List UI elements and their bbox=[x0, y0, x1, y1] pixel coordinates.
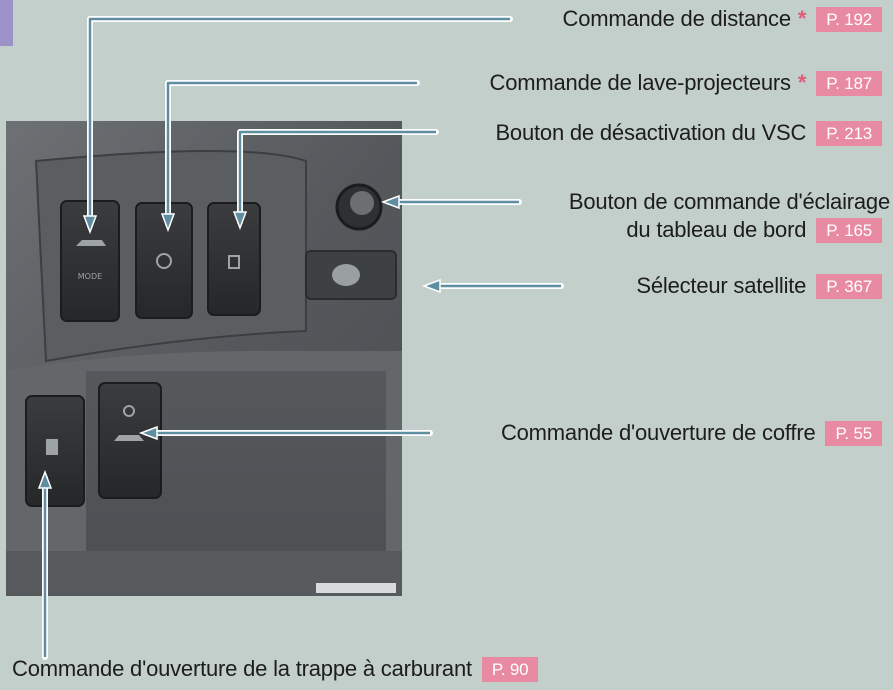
section-tab bbox=[0, 0, 13, 46]
arrow-fuel bbox=[37, 469, 53, 489]
callout-fuel-door-text: Commande d'ouverture de la trappe à carb… bbox=[12, 656, 472, 681]
callout-headlamp-cleaner-text: Commande de lave-projecteurs bbox=[489, 70, 792, 95]
callout-satellite-text: Sélecteur satellite bbox=[636, 273, 807, 298]
callout-trunk-page[interactable]: P. 55 bbox=[825, 420, 882, 446]
callout-vsc-off: Bouton de désactivation du VSC P. 213 bbox=[0, 120, 882, 146]
arrow-distance bbox=[82, 215, 98, 235]
callout-dash-light-text2: du tableau de bord bbox=[626, 217, 807, 242]
switch-panel-photo: MODE bbox=[6, 121, 402, 596]
callout-dash-light-text: Bouton de commande d'éclairage bbox=[568, 189, 890, 214]
callout-dash-light-page[interactable]: P. 165 bbox=[816, 217, 882, 243]
callout-distance-asterisk: * bbox=[797, 6, 807, 31]
leader-headlamp bbox=[166, 81, 417, 224]
callout-headlamp-cleaner: Commande de lave-projecteurs * P. 187 bbox=[0, 70, 882, 96]
callout-satellite-page[interactable]: P. 367 bbox=[816, 273, 882, 299]
callout-satellite: Sélecteur satellite P. 367 bbox=[0, 273, 882, 299]
callout-headlamp-cleaner-asterisk: * bbox=[797, 70, 807, 95]
callout-trunk-text: Commande d'ouverture de coffre bbox=[500, 420, 816, 445]
callout-vsc-off-page[interactable]: P. 213 bbox=[816, 120, 882, 146]
callout-fuel-door: Commande d'ouverture de la trappe à carb… bbox=[12, 656, 539, 682]
leader-distance bbox=[88, 17, 510, 226]
callout-distance: Commande de distance * P. 192 bbox=[0, 6, 882, 32]
arrow-dash bbox=[380, 194, 400, 210]
arrow-satellite bbox=[421, 278, 441, 294]
arrow-vsc bbox=[232, 211, 248, 231]
svg-text:MODE: MODE bbox=[78, 272, 102, 281]
callout-headlamp-cleaner-page[interactable]: P. 187 bbox=[816, 70, 882, 96]
arrow-trunk bbox=[138, 425, 158, 441]
callout-distance-page[interactable]: P. 192 bbox=[816, 6, 882, 32]
callout-distance-text: Commande de distance bbox=[562, 6, 792, 31]
leader-vsc bbox=[238, 130, 436, 222]
callout-vsc-off-text: Bouton de désactivation du VSC bbox=[495, 120, 807, 145]
callout-dash-light: Bouton de commande d'éclairage du tablea… bbox=[0, 189, 890, 243]
callout-fuel-door-page[interactable]: P. 90 bbox=[481, 656, 539, 682]
arrow-headlamp bbox=[160, 213, 176, 233]
callout-trunk: Commande d'ouverture de coffre P. 55 bbox=[0, 420, 882, 446]
